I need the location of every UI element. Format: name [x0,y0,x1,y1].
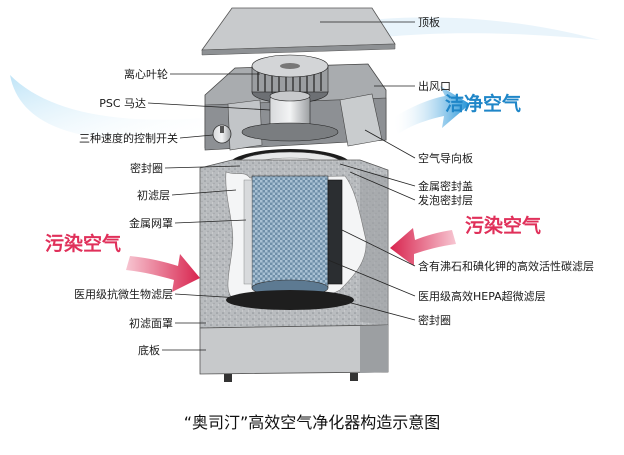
air-swirl [10,75,205,140]
air-swirl-top [330,17,600,40]
speed-switch-pointer [220,126,224,133]
label-top-plate: 顶板 [418,15,440,29]
polluted-air-arrow-right [390,228,456,266]
foot-left [224,374,232,382]
top-plate [201,7,396,51]
motor-plate [241,122,339,142]
air-guide-vane [339,93,383,147]
label-air-outlet: 出风口 [418,79,451,93]
label-seal-ring: 密封圈 [130,161,163,175]
polluted-air-arrow-left [126,254,200,292]
label-carbon-layer: 含有沸石和碘化钾的高效活性碳滤层 [418,259,594,273]
label-metal-mesh: 金属网罩 [129,216,173,230]
label-speed-switch: 三种速度的控制开关 [79,131,178,145]
label-pre-filter-cover: 初滤面罩 [129,316,173,330]
seal-ring-bottom [226,290,354,310]
metal-mesh-strip [243,179,253,285]
label-hepa-layer: 医用级高效HEPA超微滤层 [418,289,546,303]
label-motor: PSC 马达 [99,97,146,110]
clean-air-arrow [392,86,470,134]
label-antimicrobial: 医用级抗微生物滤层 [74,287,173,301]
diagram-caption: “奥司汀”高效空气净化器构造示意图 [184,413,441,432]
foot-right [350,373,358,381]
impeller-hub [280,63,300,69]
label-base-plate: 底板 [138,343,160,357]
psc-motor-top [269,90,311,102]
label-seal-ring-bottom: 密封圈 [418,313,451,327]
callout-polluted-air-right: 污染空气 [465,214,541,237]
leader-lines [147,21,416,351]
callout-polluted-air-left: 污染空气 [45,232,121,255]
callout-clean-air: 洁净空气 [445,92,521,115]
lower-housing-side [360,170,388,325]
label-pre-filter: 初滤层 [137,188,170,202]
base-plate-shade [360,325,388,373]
carbon-layer [327,179,343,285]
base-plate [199,324,389,375]
label-air-guide: 空气导向板 [418,151,473,165]
label-impeller: 离心叶轮 [124,67,168,81]
label-metal-cover: 金属密封盖 [418,179,473,193]
label-foam-layer: 发泡密封层 [418,193,473,207]
hepa-filter [251,175,329,289]
top-plate-edge [201,43,396,56]
speed-switch-knob [212,124,232,144]
